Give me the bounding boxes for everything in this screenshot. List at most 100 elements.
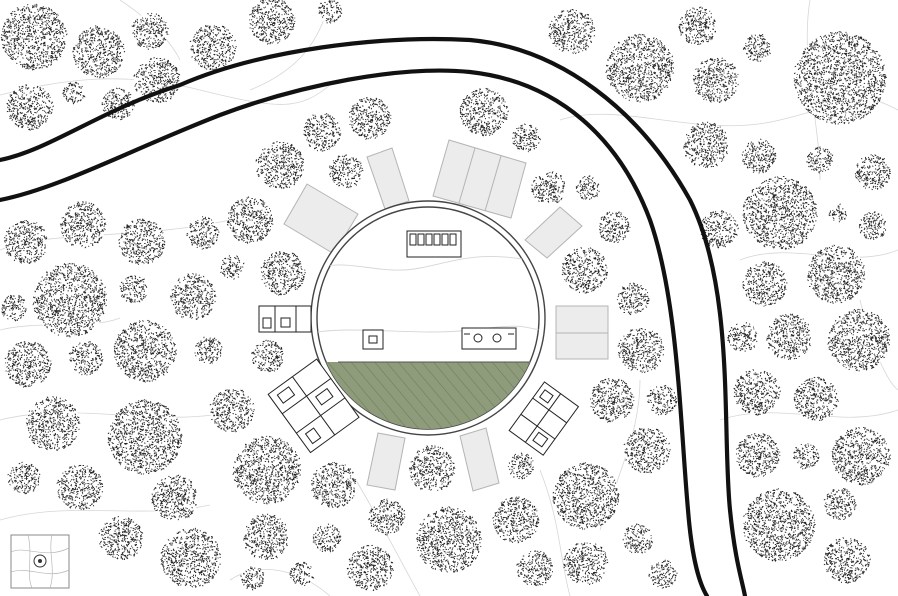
tree-canopy [243,513,289,560]
tree-canopy [563,541,609,586]
tree-canopy [260,251,306,296]
tree-canopy [151,474,198,521]
tree-canopy [4,341,52,388]
tree-canopy [516,550,554,587]
tree-canopy [622,523,653,554]
tree-canopy [107,399,183,475]
housing-unit-west [258,305,312,333]
road-edge-north [0,36,748,596]
tree-canopy [160,527,221,588]
tree-canopy [507,452,534,480]
tree-canopy [598,211,631,244]
tree-canopy [1,294,27,322]
tree-canopy [118,218,166,265]
tree-canopy [858,211,887,241]
parking-bay [366,147,410,210]
tree-canopy [742,175,818,250]
curved-road [0,36,748,596]
tree-canopy [459,87,509,137]
tree-canopy [98,515,144,560]
tree-canopy [348,97,392,140]
community-pavilion [461,327,517,350]
tree-canopy [733,369,781,416]
tree-canopy [766,313,812,360]
tree-canopy [249,0,296,45]
tree-canopy [6,84,54,131]
tree-canopy [209,388,255,433]
tree-canopy [683,121,729,168]
tree-canopy [605,33,674,103]
tree-canopy [823,537,871,584]
parking-bay [524,206,583,259]
tree-canopy [561,247,609,294]
tree-canopy [492,496,540,544]
tree-canopy [806,146,834,174]
tree-canopy [699,210,739,249]
tree-canopy [648,559,678,589]
site-locator-map [10,534,70,589]
tree-canopy [289,561,315,587]
courtyard-path [317,255,539,271]
tree-canopy [72,25,126,79]
tree-canopy [793,31,887,125]
parking-bays [283,139,609,492]
tree-canopy [617,327,665,374]
tree-canopy [741,138,777,174]
parking-divider [458,147,476,204]
parking-bay [459,427,500,492]
tree-canopy [727,322,758,352]
tree-canopy [312,523,342,553]
tree-canopy [743,34,771,62]
courtyard-path [317,325,539,333]
housing-units [258,305,580,456]
housing-unit-southeast [508,381,580,456]
tree-canopy [25,396,81,451]
tree-canopy [692,57,739,103]
tree-canopy [0,3,68,71]
tree-canopy [169,273,217,320]
tree-canopy [131,12,169,50]
parking-bay [432,139,527,219]
circular-courtyard-building [310,200,546,436]
tree-canopy [194,336,223,365]
tree-canopy [311,461,357,508]
tree-canopy [7,461,41,495]
tree-canopy [828,203,847,223]
tree-canopy [548,8,596,55]
tree-canopy [742,261,788,307]
tree-canopy [62,81,86,105]
tree-canopy [623,427,671,474]
tree-canopy [32,262,107,338]
tree-canopy [3,219,48,264]
tree-canopy [68,341,104,376]
tree-canopy [743,488,816,562]
tree-canopy [807,244,866,304]
tree-canopy [793,376,839,421]
tree-canopy [616,282,650,316]
tree-canopy [232,435,301,505]
tree-canopy [119,275,148,304]
tree-canopy [303,113,342,152]
tree-canopy [56,464,104,511]
kiosk [362,329,384,350]
tree-canopy [552,462,620,530]
tree-canopy [251,339,284,373]
tree-canopy [226,196,274,244]
tree-canopy [646,384,678,416]
tree-canopy [346,544,394,591]
tree-canopy [240,566,265,591]
tree-canopy [827,308,891,372]
tree-canopy [113,319,177,383]
tree-canopy [854,154,891,191]
tree-canopy [189,24,237,71]
tree-canopy [793,443,820,470]
tree-canopy [678,6,717,45]
parking-divider [484,155,502,212]
tree-canopy [220,255,245,280]
tree-canopy [186,216,220,250]
tree-canopy [255,140,305,189]
tree-canopy [735,433,781,478]
parking-bay [366,432,406,491]
